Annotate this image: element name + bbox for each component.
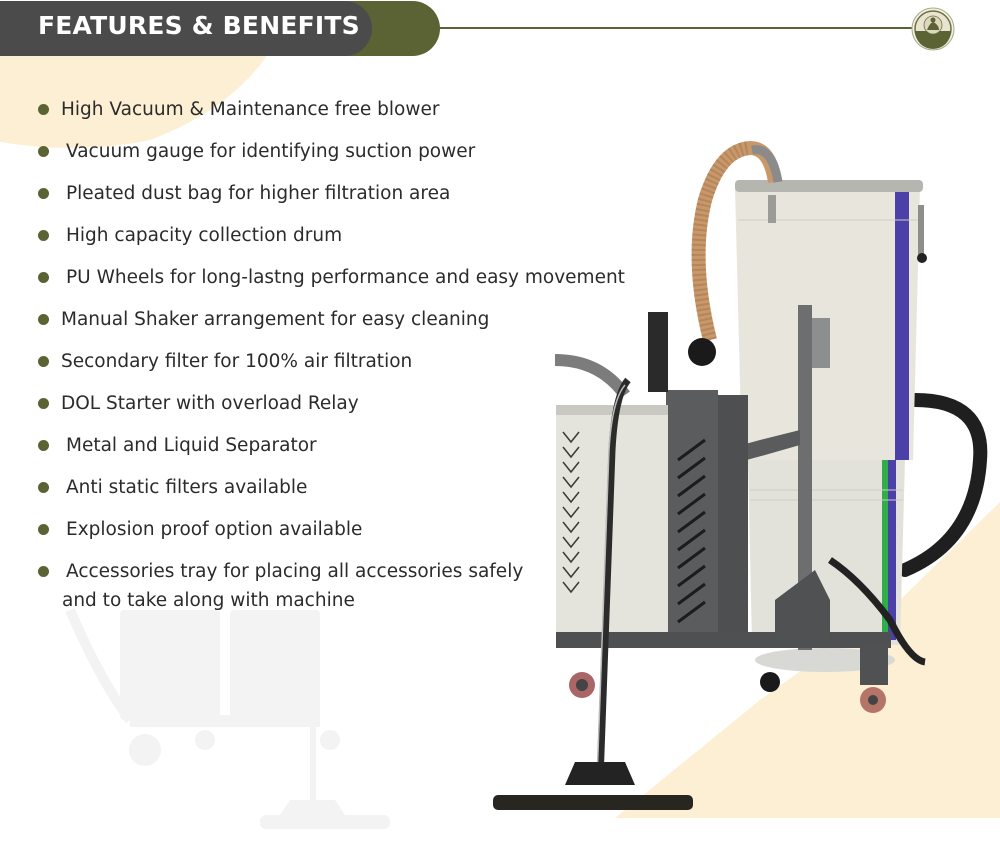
header-banner: FEATURES & BENEFITS [0, 1, 372, 56]
ghost-vacuum-watermark [65, 608, 390, 829]
bullet-dot-icon [38, 271, 49, 283]
bullet-dot-icon [38, 313, 49, 325]
company-seal-logo-icon [911, 7, 955, 51]
feature-item: Anti static filters available [38, 466, 625, 508]
bullet-dot-icon [38, 103, 49, 115]
bullet-dot-icon [38, 229, 49, 241]
bullet-dot-icon [38, 145, 49, 157]
cream-decoration-top [0, 54, 268, 149]
feature-item: Accessories tray for placing all accesso… [38, 550, 625, 592]
bullet-dot-icon [38, 397, 49, 409]
bullet-dot-icon [38, 481, 49, 493]
feature-item: Pleated dust bag for higher filtration a… [38, 172, 625, 214]
bullet-dot-icon [38, 523, 49, 535]
feature-item: High Vacuum & Maintenance free blower [38, 88, 625, 130]
feature-item-continuation: and to take along with machine [62, 590, 355, 611]
feature-item: Manual Shaker arrangement for easy clean… [38, 298, 625, 340]
feature-item: Explosion proof option available [38, 508, 625, 550]
features-list: High Vacuum & Maintenance free blower Va… [38, 88, 625, 592]
industrial-vacuum-image [493, 140, 988, 810]
feature-item: DOL Starter with overload Relay [38, 382, 625, 424]
bullet-dot-icon [38, 565, 49, 577]
header-divider-line [438, 27, 916, 29]
page-title: FEATURES & BENEFITS [38, 11, 360, 40]
bullet-dot-icon [38, 355, 49, 367]
feature-item: High capacity collection drum [38, 214, 625, 256]
feature-item: PU Wheels for long-lastng performance an… [38, 256, 625, 298]
feature-item: Metal and Liquid Separator [38, 424, 625, 466]
feature-item: Vacuum gauge for identifying suction pow… [38, 130, 625, 172]
bullet-dot-icon [38, 187, 49, 199]
feature-item: Secondary filter for 100% air filtration [38, 340, 625, 382]
bullet-dot-icon [38, 439, 49, 451]
